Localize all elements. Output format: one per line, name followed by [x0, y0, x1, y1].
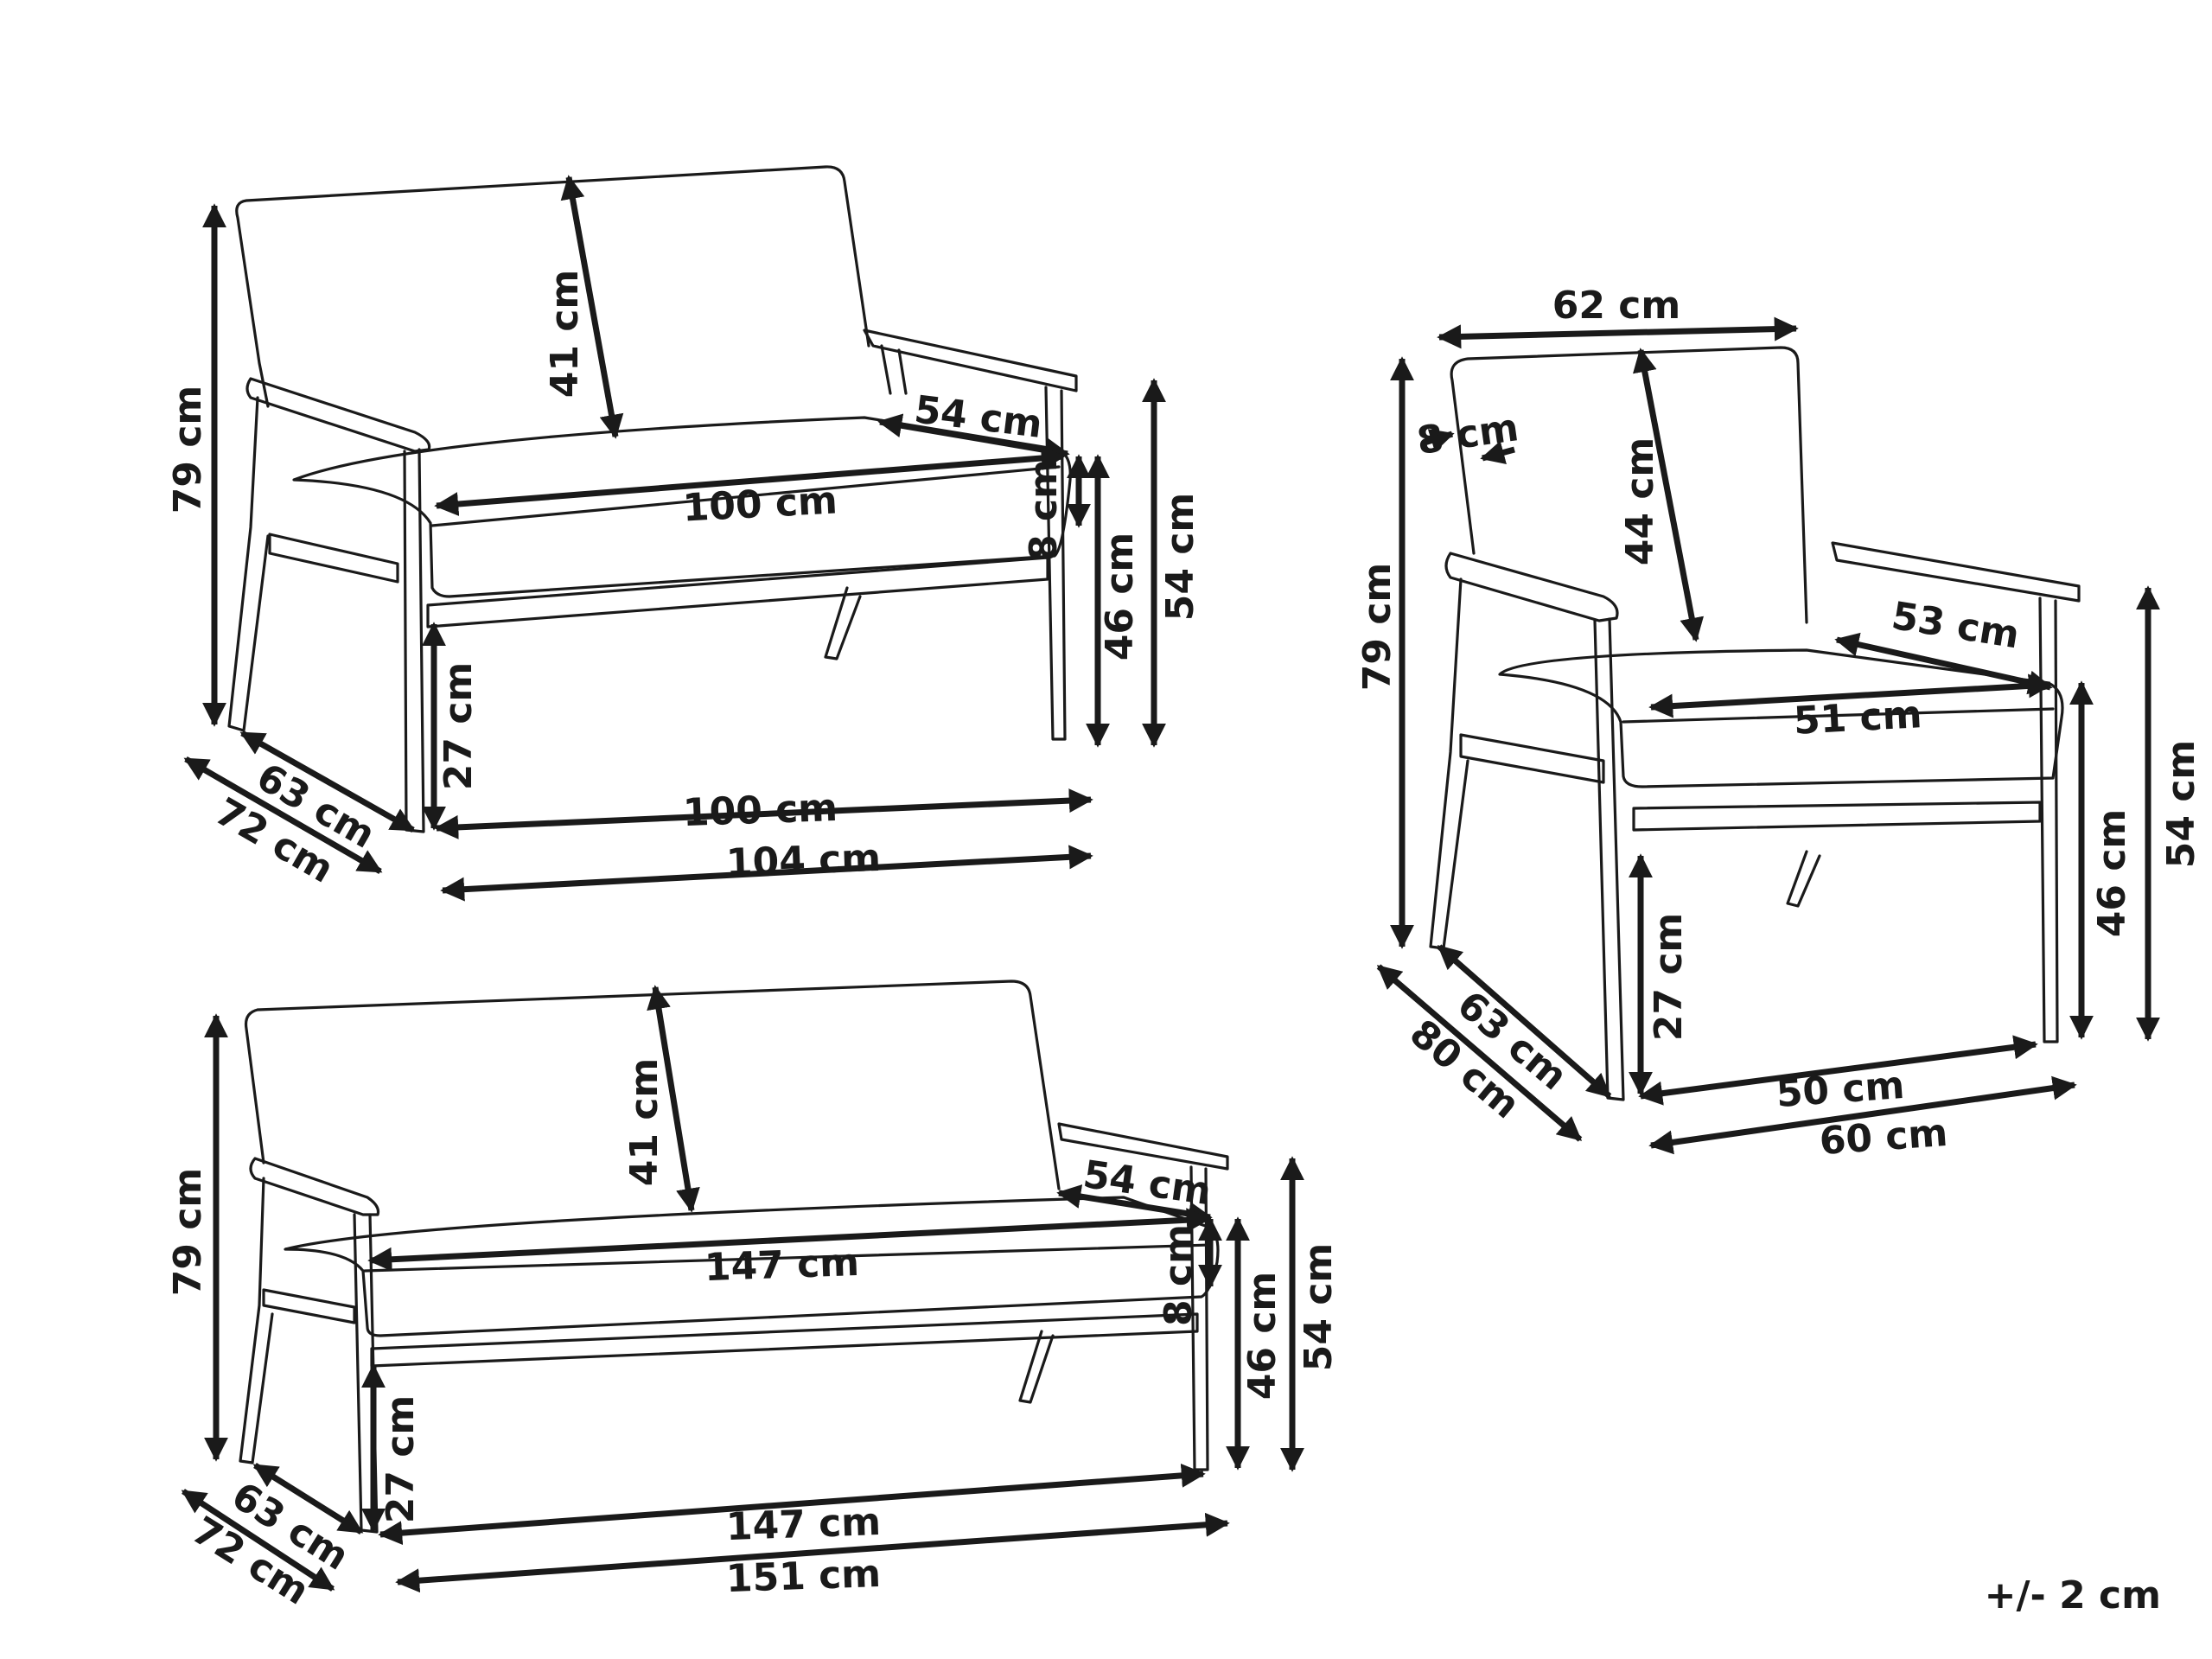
armchair-outer-width-label: 60 cm — [1818, 1111, 1949, 1164]
armchair-frame-arrow-b — [1480, 440, 1515, 464]
loveseat-outer-depth-arrow — [183, 756, 383, 875]
armchair-leg-clearance-label: 27 cm — [1647, 913, 1691, 1041]
sofa-inner-width-label: 147 cm — [725, 1500, 882, 1549]
armchair-height-label: 79 cm — [1355, 563, 1399, 691]
sofa-cushion-label: 8 cm — [1157, 1224, 1201, 1326]
sofa-outer-depth-arrow — [181, 1489, 335, 1592]
loveseat-seat-height-label: 46 cm — [1098, 533, 1142, 660]
loveseat-leg-clearance-label: 27 cm — [437, 662, 481, 790]
sofa-outer-width-arrow — [395, 1512, 1230, 1593]
armchair-top-width-arrow — [1437, 316, 1799, 349]
loveseat-outline — [227, 165, 1078, 833]
loveseat-back-height-label: 41 cm — [543, 270, 587, 398]
armchair-seat-depth-arrow — [1834, 632, 2053, 695]
armchair-dimension-lines — [1376, 316, 2160, 1155]
sofa-outer-width-label: 151 cm — [725, 1552, 882, 1601]
loveseat-inner-width-label: 100 cm — [682, 786, 838, 835]
sofa-arm-height-label: 54 cm — [1297, 1243, 1341, 1371]
armchair-arm-height-label: 54 cm — [2159, 740, 2203, 868]
sofa-back-height-arrow — [647, 985, 700, 1213]
tolerance-note: +/- 2 cm — [1985, 1573, 2161, 1618]
loveseat-back-height-arrow — [560, 175, 624, 439]
armchair-back-height-label: 44 cm — [1618, 437, 1662, 565]
loveseat-height-label: 79 cm — [166, 386, 210, 514]
loveseat-arm-height-label: 54 cm — [1158, 493, 1202, 621]
armchair-inner-width-label: 50 cm — [1775, 1063, 1906, 1116]
armchair-outer-width-arrow — [1648, 1075, 2077, 1155]
sofa-height-label: 79 cm — [166, 1168, 210, 1296]
loveseat-seat-width-arrow — [434, 446, 1066, 516]
sofa-seat-height-label: 46 cm — [1240, 1272, 1284, 1400]
sofa-seat-width-label: 147 cm — [704, 1241, 860, 1290]
armchair-seat-height-label: 46 cm — [2090, 809, 2134, 937]
armchair-top-width-label: 62 cm — [1552, 284, 1680, 328]
sofa-back-height-label: 41 cm — [622, 1058, 666, 1186]
loveseat-seat-depth-label: 54 cm — [912, 387, 1045, 447]
sofa-leg-clearance-label: 27 cm — [379, 1395, 423, 1523]
sofa-seat-width-arrow — [367, 1208, 1211, 1272]
loveseat-cushion-label: 8 cm — [1022, 459, 1066, 561]
loveseat-drawing: 79 cm 41 cm 54 cm 100 cm 8 cm 46 cm 54 c… — [166, 165, 1202, 902]
loveseat-outer-width-arrow — [440, 845, 1093, 902]
armchair-seat-depth-label: 53 cm — [1889, 594, 2023, 658]
armchair-labels: 62 cm 79 cm 8 cm 44 cm 53 cm 51 cm 46 cm… — [1355, 284, 2203, 1164]
armchair-back-height-arrow — [1632, 348, 1705, 642]
armchair-frame-arrow-a — [1423, 429, 1455, 452]
armchair-seat-width-arrow — [1648, 673, 2053, 718]
loveseat-outer-width-label: 104 cm — [725, 836, 882, 885]
sofa-dimension-lines — [181, 985, 1304, 1593]
armchair-outer-depth-arrow — [1376, 964, 1583, 1142]
loveseat-seat-width-label: 100 cm — [681, 478, 838, 530]
armchair-drawing: 62 cm 79 cm 8 cm 44 cm 53 cm 51 cm 46 cm… — [1355, 284, 2203, 1164]
sofa-drawing: 79 cm 41 cm 54 cm 147 cm 8 cm 46 cm 54 c… — [166, 979, 1341, 1614]
armchair-seat-width-label: 51 cm — [1793, 692, 1923, 743]
armchair-outline — [1429, 346, 2081, 1101]
loveseat-inner-width-arrow — [434, 788, 1093, 839]
loveseat-dimension-lines — [183, 175, 1166, 902]
